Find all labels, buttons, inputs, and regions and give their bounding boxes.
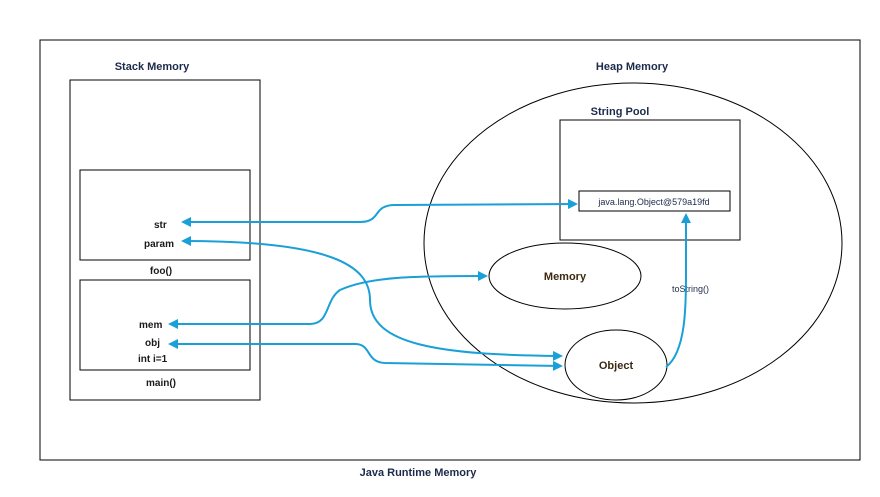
stack-memory-title: Stack Memory [115, 61, 190, 73]
var-mem: mem [139, 320, 162, 331]
tostring-label: toString() [672, 284, 709, 294]
string-pool-entry-box [578, 190, 731, 212]
var-str: str [154, 220, 167, 231]
arrow-mem-to-memory-object [168, 271, 488, 329]
var-obj: obj [145, 338, 160, 349]
var-int-i: int i=1 [138, 354, 168, 365]
arrow-str-to-string-pool [181, 199, 578, 227]
foo-frame-label: foo() [150, 266, 172, 277]
arrow-obj-to-object [168, 339, 563, 371]
main-frame-label: main() [146, 378, 176, 389]
runtime-memory-label: Java Runtime Memory [360, 467, 478, 479]
string-pool-entry: java.lang.Object@579a19fd [597, 197, 709, 207]
string-pool-box [559, 119, 741, 241]
var-param: param [144, 239, 174, 250]
object-label: Object [599, 360, 634, 372]
heap-memory-title: Heap Memory [596, 61, 669, 73]
arrow-object-tostring-to-string-pool [665, 213, 691, 368]
string-pool-title: String Pool [591, 106, 650, 118]
memory-object-label: Memory [544, 271, 587, 283]
